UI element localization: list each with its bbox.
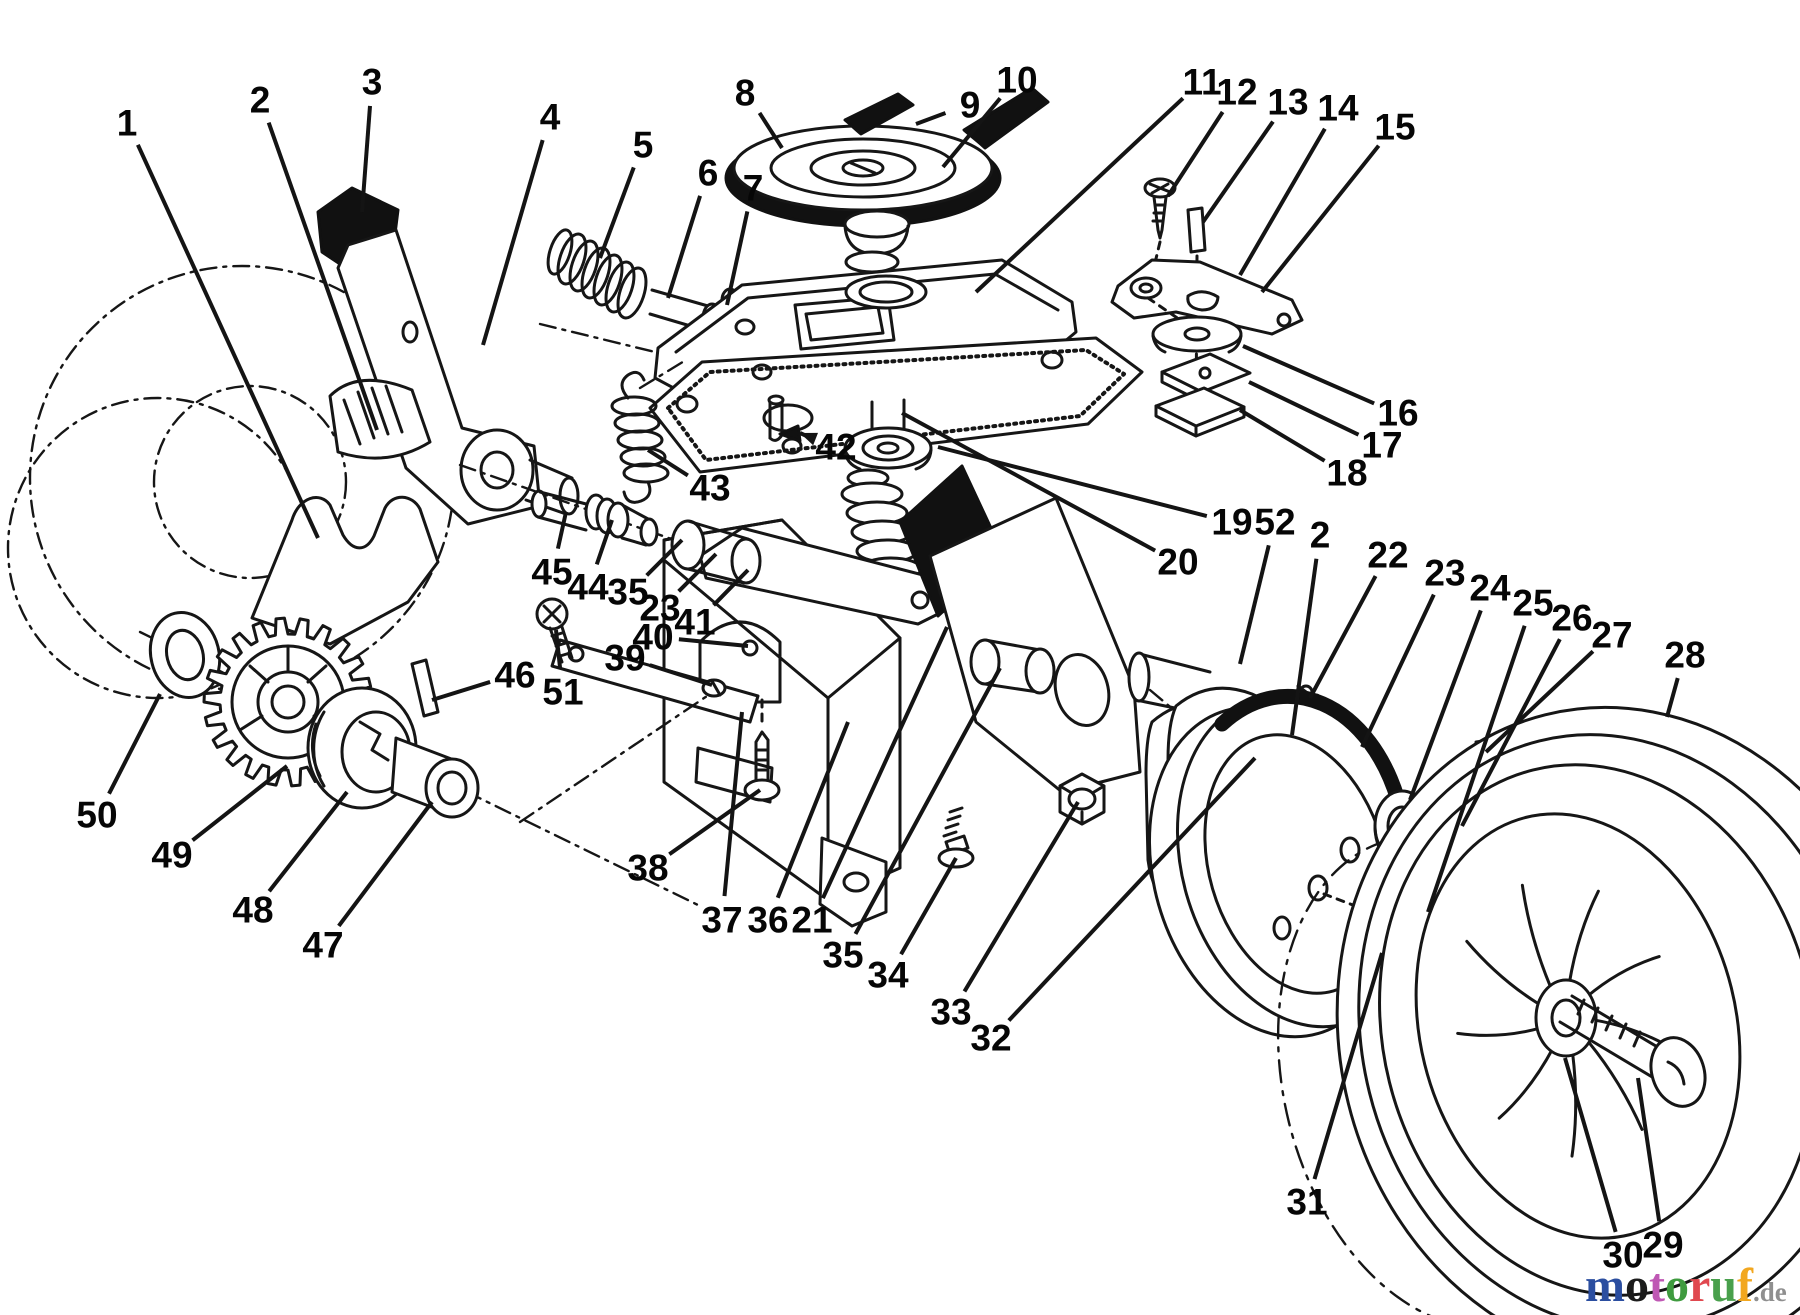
- part-callout-38: 38: [627, 848, 668, 889]
- part-callout-14: 14: [1317, 88, 1359, 129]
- part-callout-2: 2: [1310, 515, 1331, 556]
- dowel-pin-42: [767, 394, 802, 443]
- latch-plate: [328, 378, 432, 460]
- part-callout-52: 52: [1254, 502, 1295, 543]
- part-callout-28: 28: [1664, 635, 1705, 676]
- roll-pin: [1186, 206, 1207, 254]
- part-callout-30: 30: [1602, 1235, 1643, 1276]
- part-callout-25: 25: [1512, 583, 1553, 624]
- wheel-assembly: [1276, 705, 1800, 1315]
- ball-bearing-19: [843, 398, 933, 471]
- part-callout-42: 42: [815, 427, 856, 468]
- part-callout-18: 18: [1326, 453, 1367, 494]
- part-callout-51: 51: [542, 672, 583, 713]
- shift-arm-assembly: [250, 186, 702, 646]
- part-callout-23: 23: [639, 588, 680, 629]
- part-callout-46: 46: [494, 655, 535, 696]
- part-callout-9: 9: [960, 85, 981, 126]
- part-callout-35: 35: [607, 572, 648, 613]
- part-callout-22: 22: [1367, 535, 1408, 576]
- part-callout-20: 20: [1157, 542, 1198, 583]
- part-callout-41: 41: [674, 602, 715, 643]
- friction-pad-lower: [1154, 386, 1246, 428]
- callout-leader-lines: [107, 96, 1680, 1233]
- axle-bolt: [1558, 994, 1707, 1108]
- part-callout-16: 16: [1377, 393, 1418, 434]
- part-callout-10: 10: [996, 60, 1037, 101]
- part-callout-15: 15: [1374, 107, 1415, 148]
- friction-pad-upper: [1160, 352, 1252, 394]
- part-callout-29: 29: [1642, 1225, 1683, 1266]
- part-callout-48: 48: [232, 890, 273, 931]
- part-callout-19: 19: [1211, 502, 1252, 543]
- drive-pulley-and-belt: [724, 86, 1050, 320]
- shaft-bushings: [530, 489, 659, 547]
- part-callout-21: 21: [791, 900, 832, 941]
- part-callout-39: 39: [604, 638, 645, 679]
- part-callout-4: 4: [540, 97, 561, 138]
- part-callout-7: 7: [743, 168, 764, 209]
- part-callout-36: 36: [747, 900, 788, 941]
- part-callout-33: 33: [930, 992, 971, 1033]
- part-callout-11: 11: [1182, 62, 1221, 103]
- part-callout-50: 50: [76, 795, 117, 836]
- part-callout-32: 32: [970, 1018, 1011, 1059]
- part-callout-1: 1: [117, 103, 138, 144]
- belt-end: [843, 92, 915, 136]
- part-callout-6: 6: [698, 153, 719, 194]
- part-callout-35: 35: [822, 935, 863, 976]
- shift-fork: [250, 495, 440, 646]
- part-callout-3: 3: [362, 62, 383, 103]
- watermark-logo: motoruf.de: [1585, 1259, 1787, 1312]
- part-callout-45: 45: [531, 552, 572, 593]
- part-callout-27: 27: [1591, 615, 1632, 656]
- part-callout-44: 44: [567, 567, 609, 608]
- part-callout-31: 31: [1286, 1182, 1327, 1223]
- part-callout-2: 2: [250, 80, 271, 121]
- shaft-coupler: [390, 736, 480, 819]
- extension-spring: [610, 358, 688, 504]
- part-callout-49: 49: [151, 835, 192, 876]
- part-callout-8: 8: [735, 73, 756, 114]
- brake-lever: [1110, 258, 1304, 336]
- part-callout-43: 43: [689, 468, 730, 509]
- clevis-pin: [410, 658, 440, 718]
- gear-cluster: [138, 610, 702, 908]
- part-callout-26: 26: [1551, 598, 1592, 639]
- watermark-text: motoruf.de: [1585, 1259, 1787, 1312]
- part-callout-40: 40: [632, 617, 673, 658]
- part-callout-17: 17: [1361, 425, 1402, 466]
- part-callout-12: 12: [1216, 72, 1257, 113]
- pivot-cylinder: [670, 519, 762, 585]
- part-callout-37: 37: [701, 900, 742, 941]
- part-callout-47: 47: [302, 925, 343, 966]
- axle-nut: [1058, 772, 1106, 826]
- part-callout-34: 34: [867, 955, 909, 996]
- part-callout-24: 24: [1469, 568, 1511, 609]
- part-callout-23: 23: [1424, 553, 1465, 594]
- part-callout-13: 13: [1267, 82, 1308, 123]
- brake-lever-parts: [1110, 177, 1304, 438]
- part-callout-5: 5: [633, 125, 654, 166]
